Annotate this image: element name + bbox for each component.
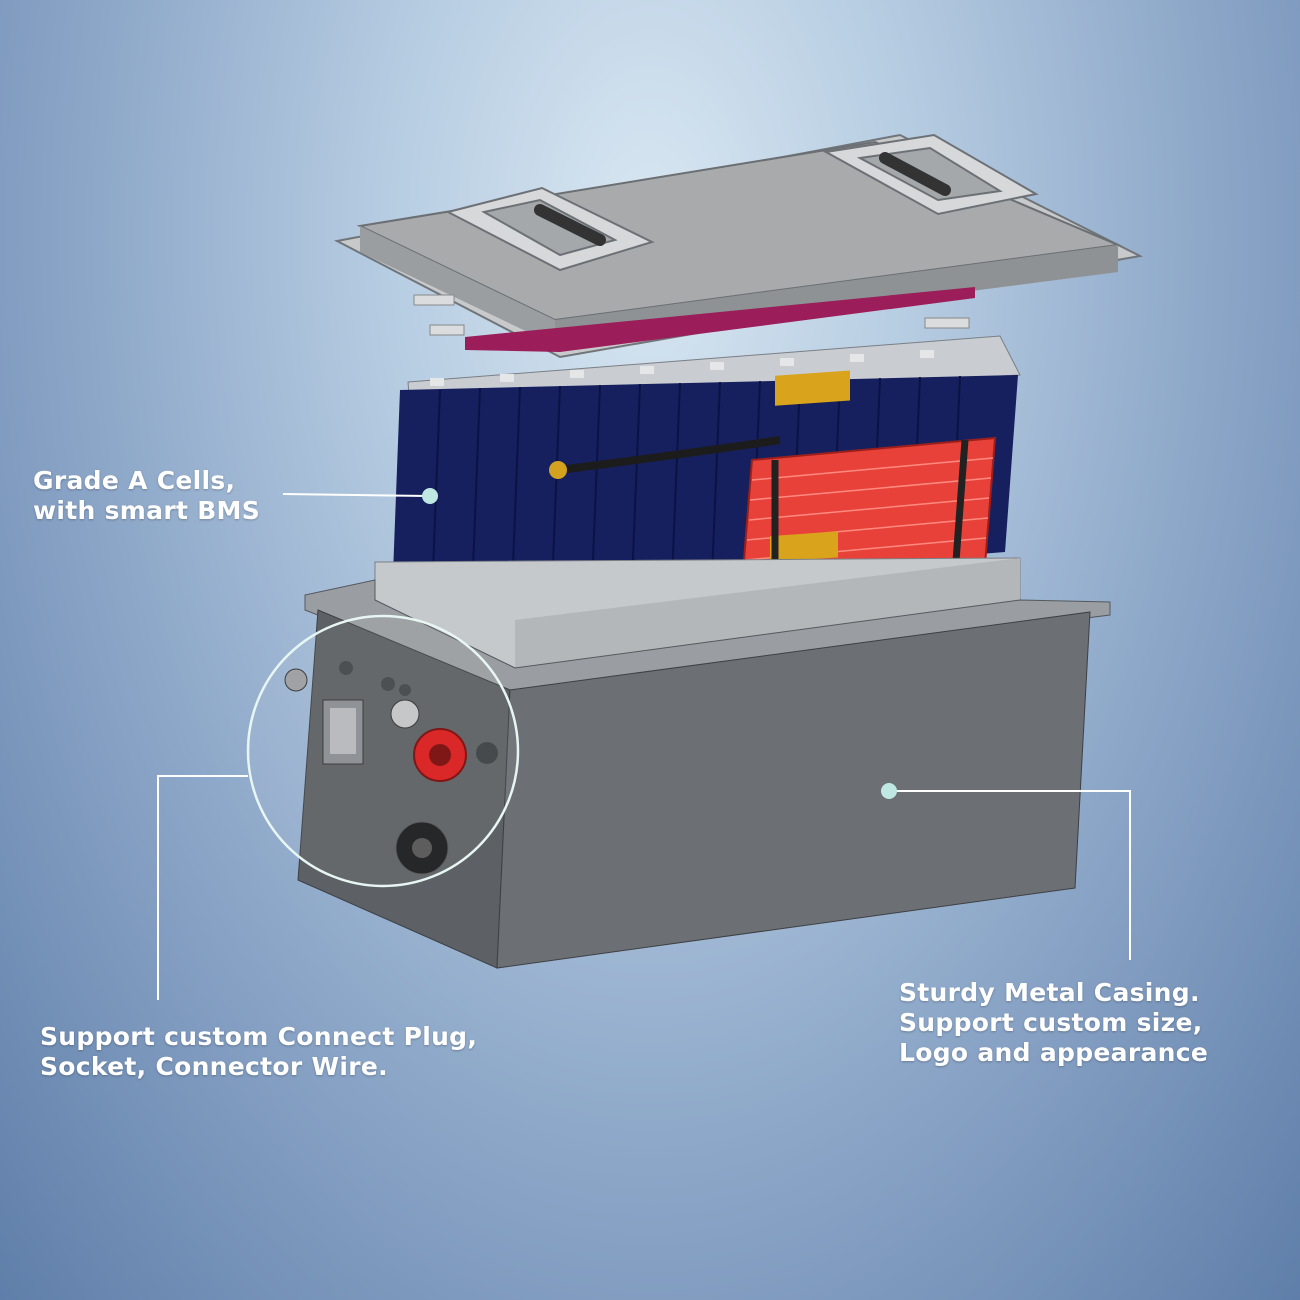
highlight-circle	[246, 614, 520, 888]
lid-handle-right	[822, 133, 1039, 216]
connector-panel	[284, 661, 498, 875]
callout-lines	[157, 493, 1131, 1000]
callout-dot-cells	[422, 488, 438, 504]
bms-top-plate	[465, 287, 975, 352]
mounting-brackets	[413, 294, 970, 336]
callout-casing-line2: Support custom size,	[899, 1008, 1203, 1037]
callout-cells-line1: Grade A Cells,	[33, 466, 236, 495]
callout-plug-line1: Support custom Connect Plug,	[40, 1022, 478, 1051]
black-socket	[395, 821, 449, 875]
lid-handle-left	[445, 186, 655, 272]
callout-cells-line2: with smart BMS	[33, 496, 261, 525]
battery-lid	[333, 133, 1144, 359]
callout-casing-label: Sturdy Metal Casing. Support custom size…	[899, 978, 1208, 1068]
bms-board	[740, 370, 997, 600]
callout-cells-label: Grade A Cells, with smart BMS	[33, 466, 260, 526]
callout-dot-casing	[881, 783, 897, 799]
callout-casing-line3: Logo and appearance	[899, 1038, 1209, 1067]
callout-casing-line1: Sturdy Metal Casing.	[899, 978, 1200, 1007]
callout-plug-label: Support custom Connect Plug, Socket, Con…	[40, 1022, 477, 1082]
red-power-socket	[413, 728, 467, 782]
metal-casing	[297, 579, 1111, 969]
callout-plug-line2: Socket, Connector Wire.	[40, 1052, 388, 1081]
